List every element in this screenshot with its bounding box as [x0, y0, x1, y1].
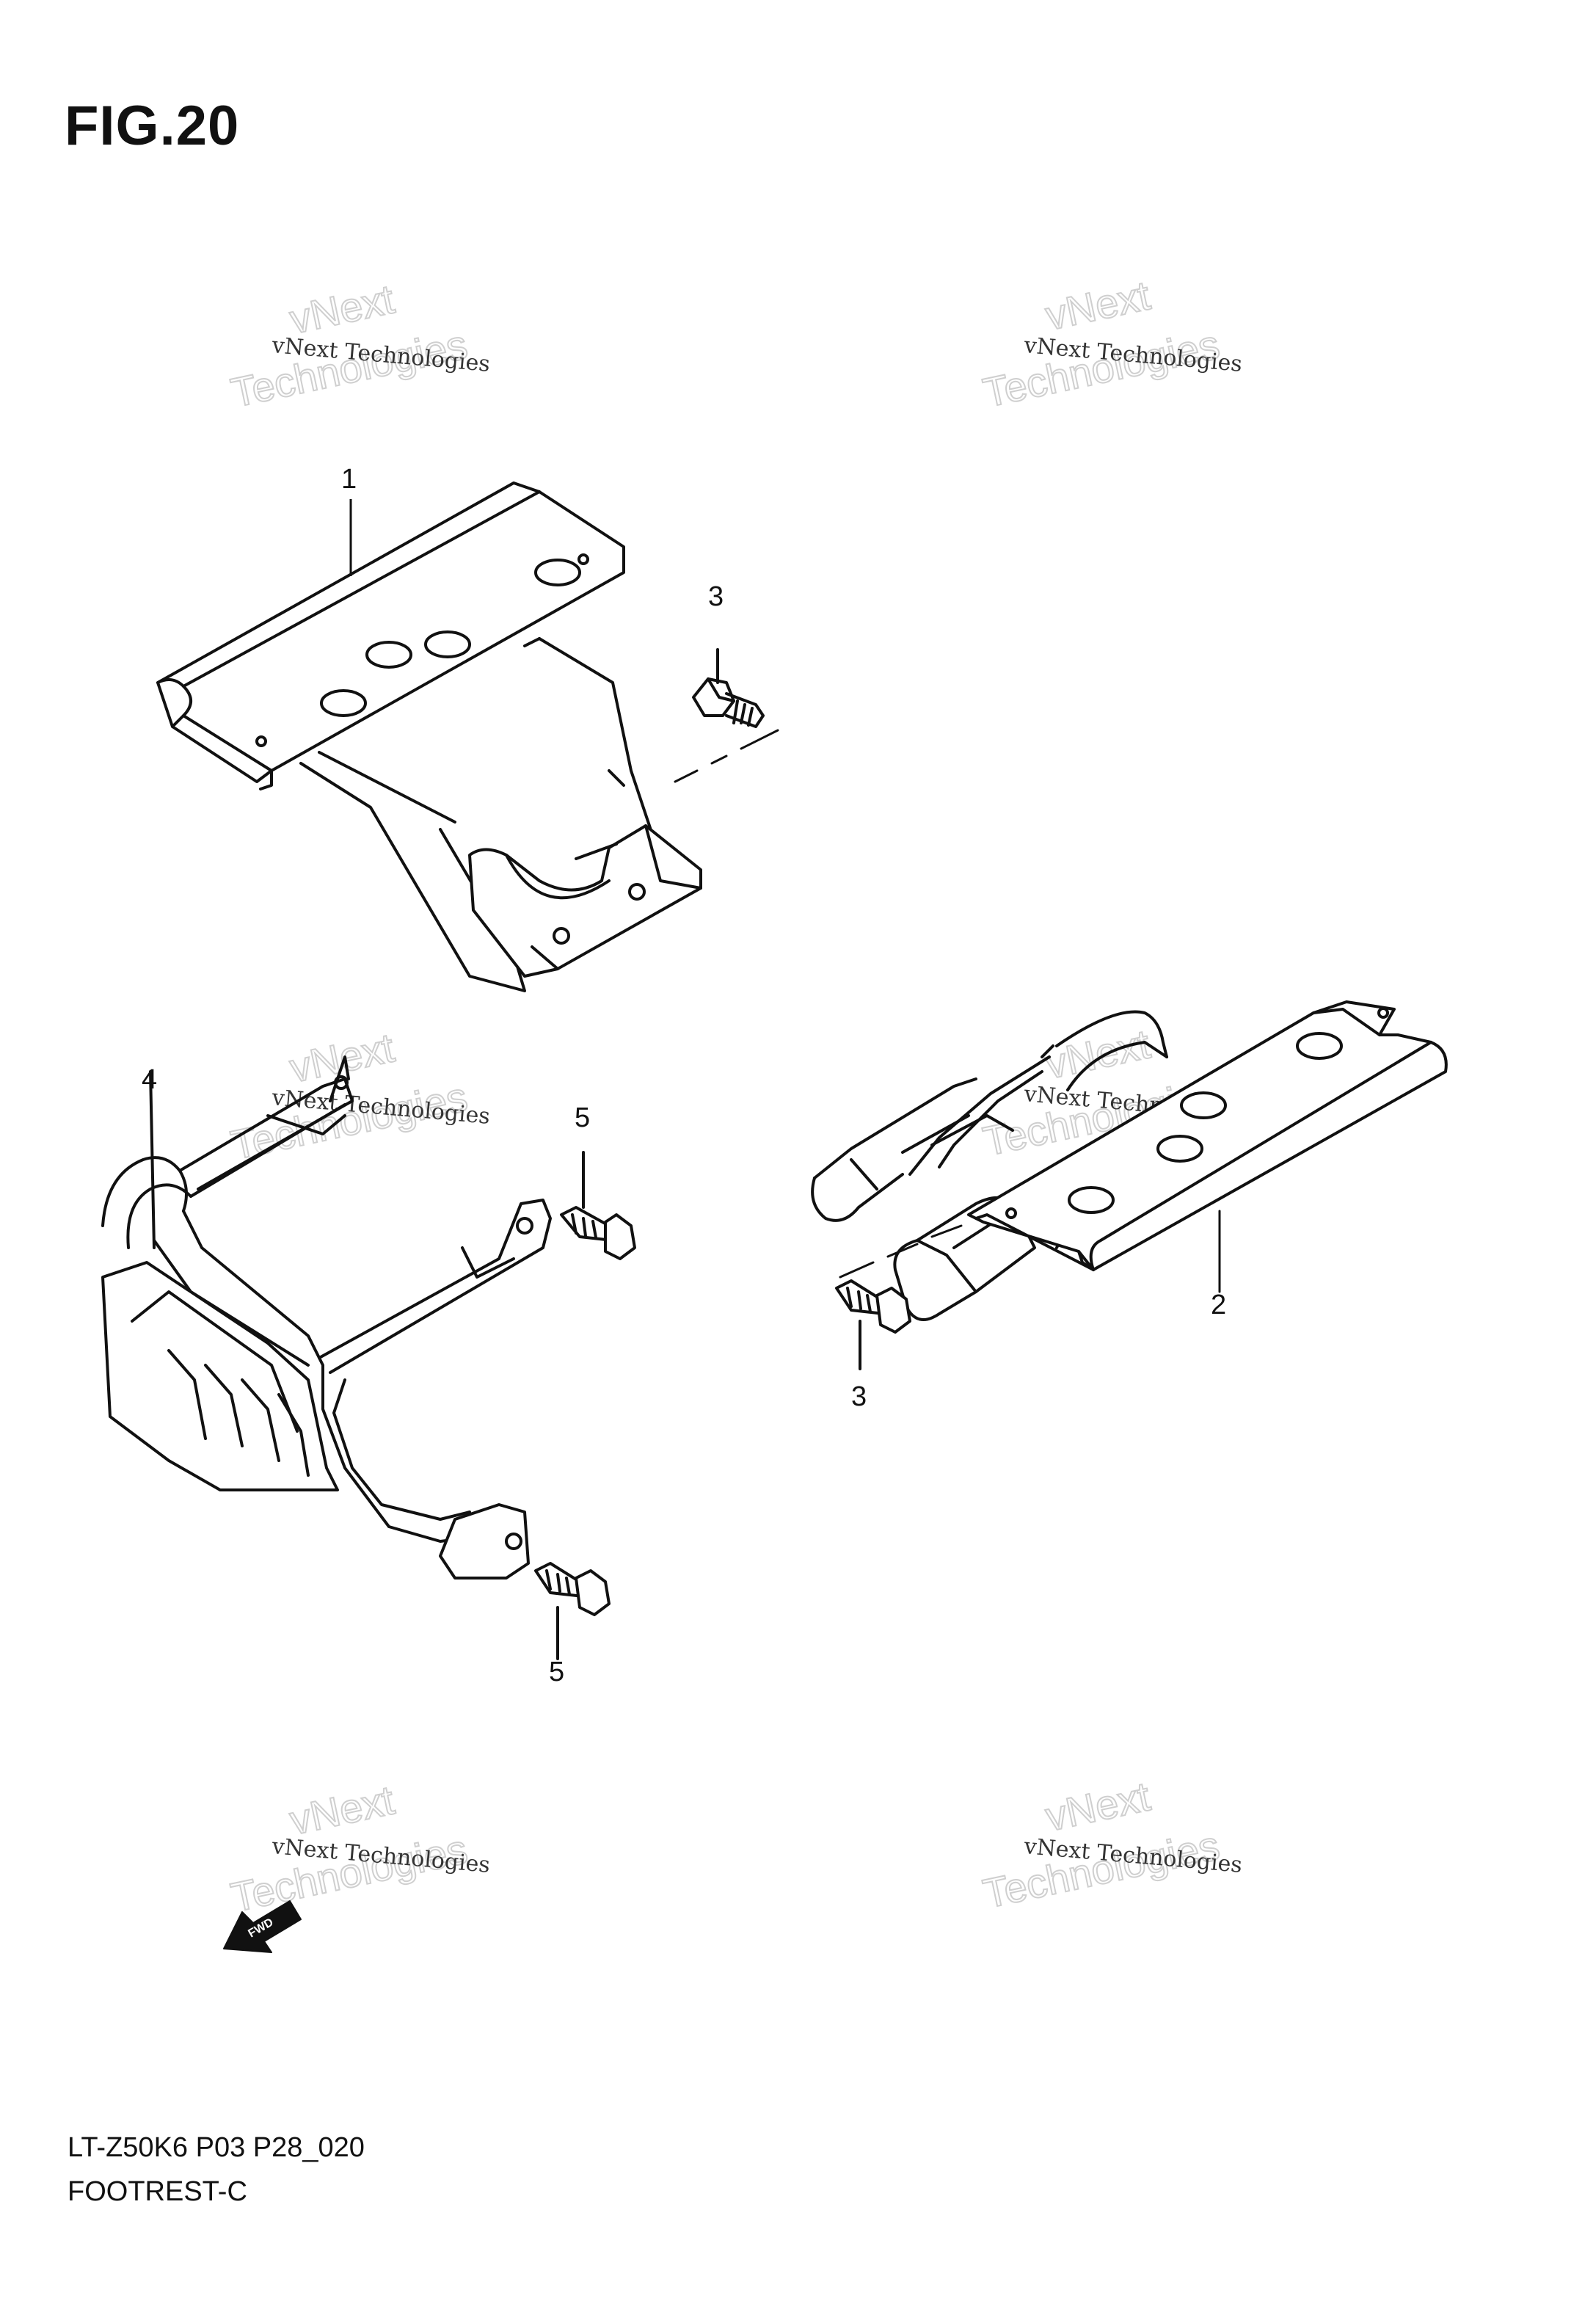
footrest-bracket-right — [811, 1000, 1448, 1321]
callout-part-4: 4 — [142, 1064, 157, 1095]
bolt-3-top — [674, 648, 779, 783]
diagram-code: LT-Z50K6 P03 P28_020 — [68, 2132, 365, 2163]
callout-part-5-top: 5 — [575, 1102, 590, 1133]
watermark-big-top: vNext — [285, 275, 398, 342]
watermark-big-top: vNext — [1041, 272, 1154, 338]
figure-title: FIG.20 — [65, 95, 240, 157]
bolt-5-bottom — [534, 1562, 611, 1660]
bolt-5-top — [560, 1151, 636, 1260]
diagram-name: FOOTREST-C — [68, 2176, 247, 2207]
callout-part-3-top: 3 — [708, 581, 724, 612]
callout-numbers: 1 3 4 5 2 3 5 — [142, 464, 1226, 1687]
watermark-top-right: vNext Technologies vNext Technologies — [978, 271, 1243, 416]
bolt-3-bottom — [835, 1279, 911, 1370]
footrest-bracket-left — [156, 481, 702, 992]
watermark-big-top: vNext — [1041, 1773, 1154, 1839]
callout-part-1: 1 — [341, 464, 357, 495]
watermark-middle-left: vNext Technologies vNext Technologies — [226, 1023, 491, 1168]
callout-part-2: 2 — [1211, 1290, 1226, 1320]
watermark-big-top: vNext — [285, 1776, 398, 1843]
watermark-bottom-right: vNext Technologies vNext Technologies — [978, 1772, 1243, 1917]
footrest-guard-left — [101, 1055, 552, 1579]
watermark-top-left: vNext Technologies vNext Technologies — [226, 275, 491, 416]
callout-part-3-bottom: 3 — [851, 1381, 867, 1412]
forward-direction-arrow — [223, 1900, 302, 1953]
callout-part-5-bottom: 5 — [549, 1657, 564, 1687]
watermark-big-top: vNext — [1041, 1020, 1154, 1087]
watermark-bottom-left: vNext Technologies vNext Technologies — [226, 1775, 491, 1921]
